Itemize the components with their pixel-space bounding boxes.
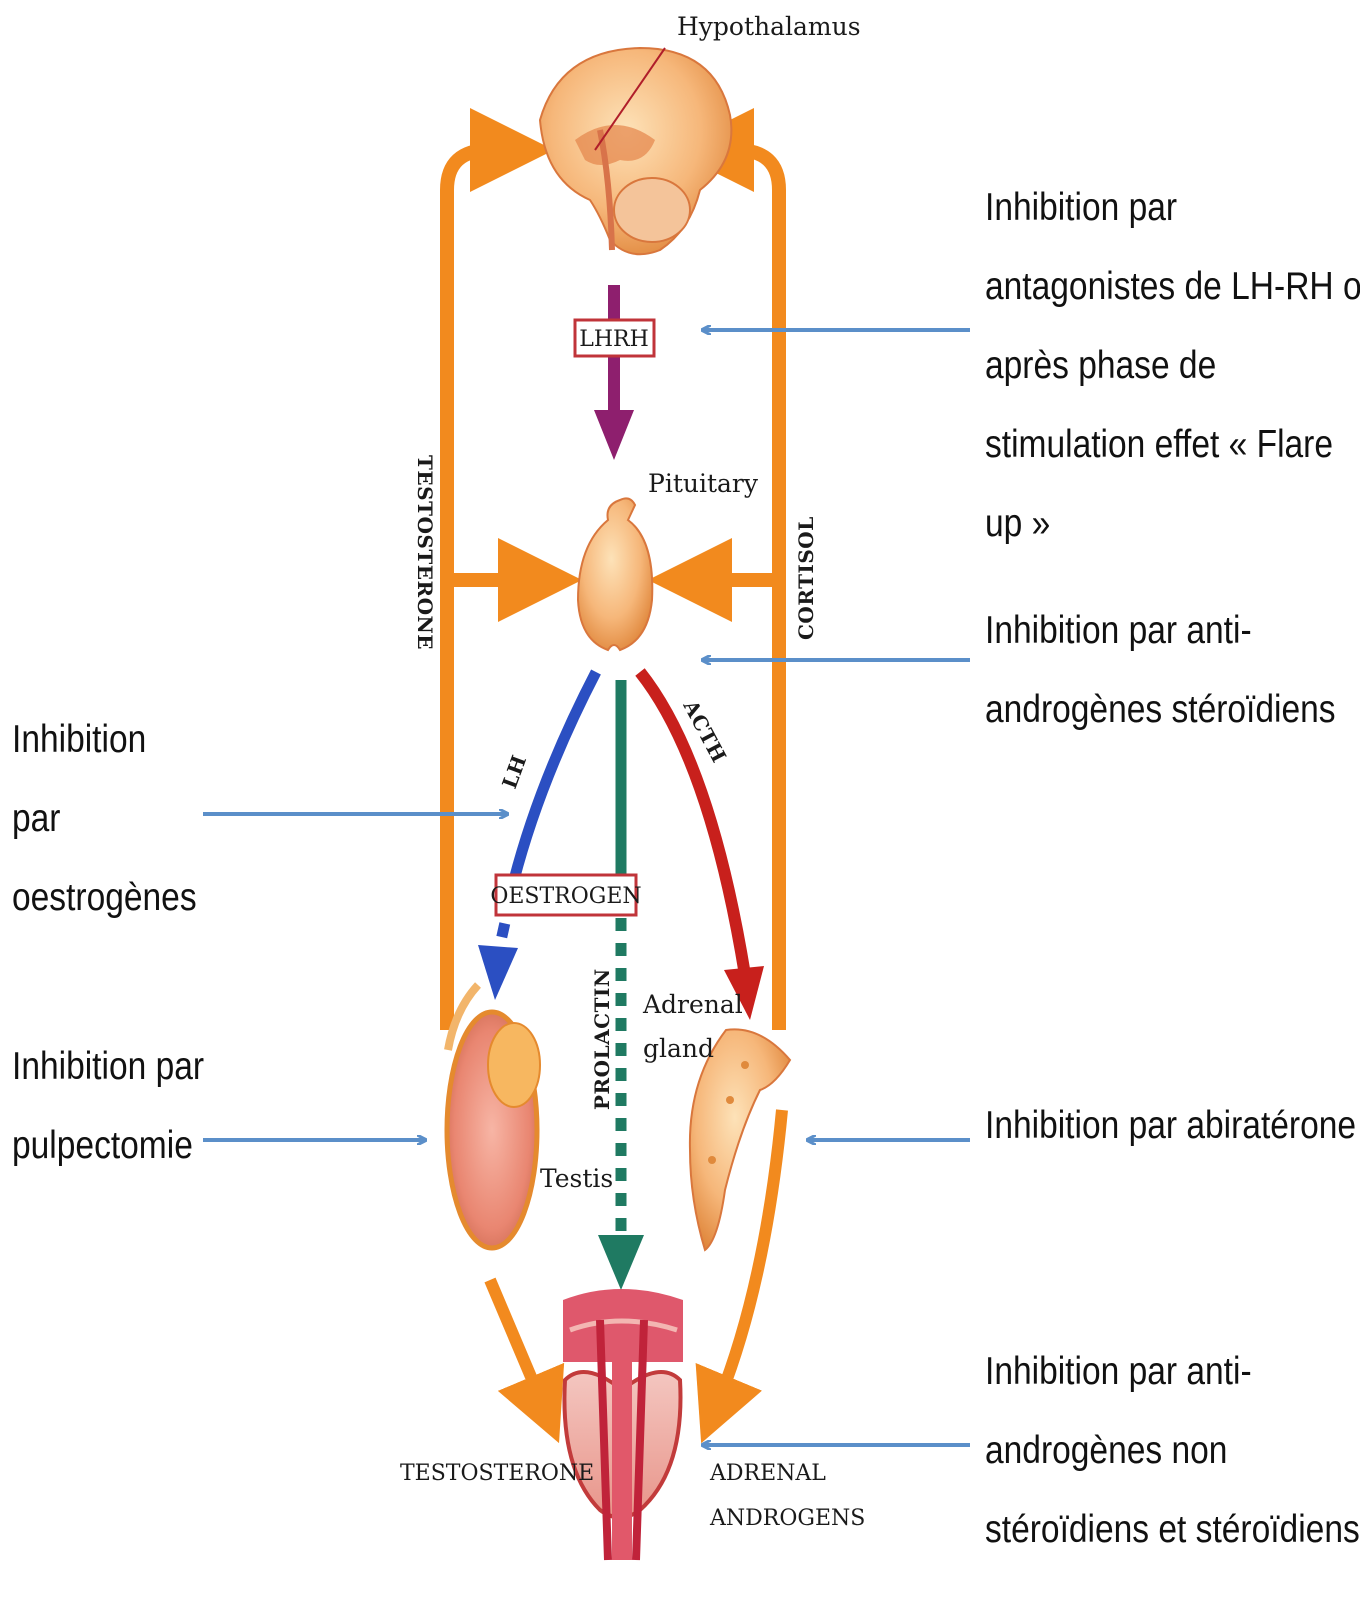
annotation-line: androgènes stéroïdiens — [985, 670, 1336, 749]
annotation-lhrh-antagonists: Inhibition par antagonistes de LH-RH ou … — [985, 168, 1360, 563]
annotation-line: après phase de — [985, 326, 1360, 405]
testosterone-to-prostate-arrow — [490, 1280, 545, 1410]
pituitary-gland-icon — [578, 498, 652, 650]
oestrogen-box: OESTROGEN — [490, 875, 641, 915]
svg-text:OESTROGEN: OESTROGEN — [490, 884, 641, 909]
annotation-steroid-antiandrogens: Inhibition par anti- androgènes stéroïdi… — [985, 591, 1336, 749]
annotation-line: Inhibition par — [12, 1027, 204, 1106]
hypothalamus-label: Hypothalamus — [677, 12, 861, 41]
annotation-line: oestrogènes — [12, 858, 197, 937]
testis-icon — [447, 985, 540, 1248]
annotation-line: stimulation effet « Flare — [985, 405, 1360, 484]
annotation-abiraterone: Inhibition par abiratérone — [985, 1086, 1356, 1165]
testosterone-bottom-label: TESTOSTERONE — [400, 1461, 594, 1486]
annotation-oestrogens: Inhibition par oestrogènes — [12, 700, 197, 937]
hypothalamus-brain-icon — [540, 48, 731, 254]
annotation-nonsteroid-antiandrogens: Inhibition par anti- androgènes non stér… — [985, 1332, 1360, 1569]
annotation-line: Inhibition par — [985, 168, 1360, 247]
prostate-icon — [563, 1289, 683, 1560]
annotation-line: androgènes non — [985, 1411, 1360, 1490]
annotation-pulpectomy: Inhibition par pulpectomie — [12, 1027, 204, 1185]
cortisol-vertical-label: CORTISOL — [794, 516, 818, 640]
lh-arrow — [478, 672, 596, 1000]
annotation-line: antagonistes de LH-RH ou — [985, 247, 1360, 326]
annotation-line: up » — [985, 484, 1360, 563]
adrenal-androgens-label-line2: ANDROGENS — [709, 1506, 865, 1531]
pituitary-label: Pituitary — [648, 469, 759, 498]
testis-label: Testis — [540, 1164, 613, 1193]
lhrh-arrow — [594, 285, 634, 460]
testosterone-vertical-label: TESTOSTERONE — [413, 455, 437, 650]
annotation-line: Inhibition par abiratérone — [985, 1086, 1356, 1165]
adrenal-androgens-label-line1: ADRENAL — [709, 1461, 826, 1486]
lh-label: LH — [497, 752, 531, 792]
lhrh-box: LHRH — [575, 320, 654, 356]
annotation-line: Inhibition — [12, 700, 197, 779]
adrenal-gland-label-line2: gland — [643, 1034, 714, 1063]
prolactin-label: PROLACTIN — [590, 968, 614, 1110]
annotation-line: pulpectomie — [12, 1106, 204, 1185]
annotation-line: Inhibition par anti- — [985, 591, 1336, 670]
svg-text:LHRH: LHRH — [579, 327, 649, 352]
adrenal-gland-label-line1: Adrenal — [642, 990, 743, 1019]
annotation-line: stéroïdiens et stéroïdiens — [985, 1490, 1360, 1569]
annotation-line: par — [12, 779, 197, 858]
annotation-line: Inhibition par anti- — [985, 1332, 1360, 1411]
